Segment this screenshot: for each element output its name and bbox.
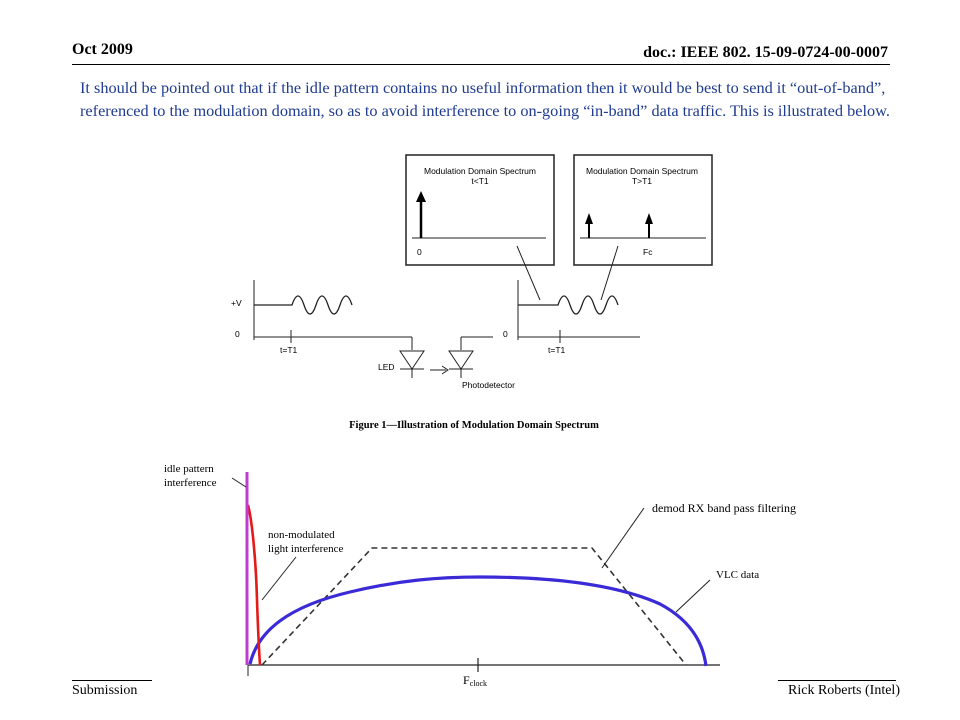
footer-rule-left [72, 680, 152, 681]
figure1-caption: Figure 1—Illustration of Modulation Doma… [349, 420, 599, 431]
footer-rule-right [778, 680, 896, 681]
vlc-data-curve [248, 575, 708, 667]
led-label: LED [378, 362, 395, 372]
figure1: Modulation Domain Spectrum t<T1 0 Modula… [231, 154, 713, 431]
box1-title: Modulation Domain Spectrum [424, 166, 536, 176]
body-text: It should be pointed out that if the idl… [80, 76, 900, 122]
bandpass-filter-curve [261, 547, 687, 666]
box2-title: Modulation Domain Spectrum [586, 166, 698, 176]
box2-dc-arrow [585, 213, 593, 224]
box1-axis-zero: 0 [417, 247, 422, 257]
left-v-label: +V [231, 298, 242, 308]
nonmod-label-1: non-modulated [268, 529, 335, 541]
left-zero-label: 0 [235, 329, 240, 339]
nonmodulated-curve [246, 504, 262, 666]
footer-author: Rick Roberts (Intel) [788, 683, 900, 698]
header-rule [72, 64, 890, 65]
right-t-label: t=T1 [548, 345, 566, 355]
photodetector-label: Photodetector [462, 380, 515, 390]
box2-sub: T>T1 [632, 176, 652, 186]
header-date: Oct 2009 [72, 41, 133, 58]
left-waveform: +V 0 t=T1 [231, 280, 378, 355]
idle-label-2: interference [164, 477, 217, 489]
vlc-label: VLC data [716, 569, 759, 581]
header-doc-id: doc.: IEEE 802. 15-09-0724-00-0007 [643, 44, 888, 61]
led-photodetector: LED Photodetector [378, 336, 515, 390]
spectrum-box-1: Modulation Domain Spectrum t<T1 0 [405, 154, 555, 266]
right-waveform: 0 t=T1 [503, 245, 640, 355]
fclock-label: Fclock [463, 673, 487, 688]
spectrum-box-2: Modulation Domain Spectrum T>T1 Fc [573, 154, 713, 266]
figure2: Fclock idle pattern interference non-mod… [164, 463, 796, 688]
box1-impulse-arrow [416, 191, 426, 202]
right-zero-label: 0 [503, 329, 508, 339]
box2-fc-label: Fc [643, 247, 653, 257]
demod-label: demod RX band pass filtering [652, 501, 796, 515]
footer-submission: Submission [72, 683, 138, 698]
body-paragraph: It should be pointed out that if the idl… [80, 78, 890, 120]
left-t-label: t=T1 [280, 345, 298, 355]
box2-fc-arrow [645, 213, 653, 224]
idle-label-1: idle pattern [164, 463, 214, 475]
box1-sub: t<T1 [471, 176, 489, 186]
nonmod-label-2: light interference [268, 543, 344, 555]
